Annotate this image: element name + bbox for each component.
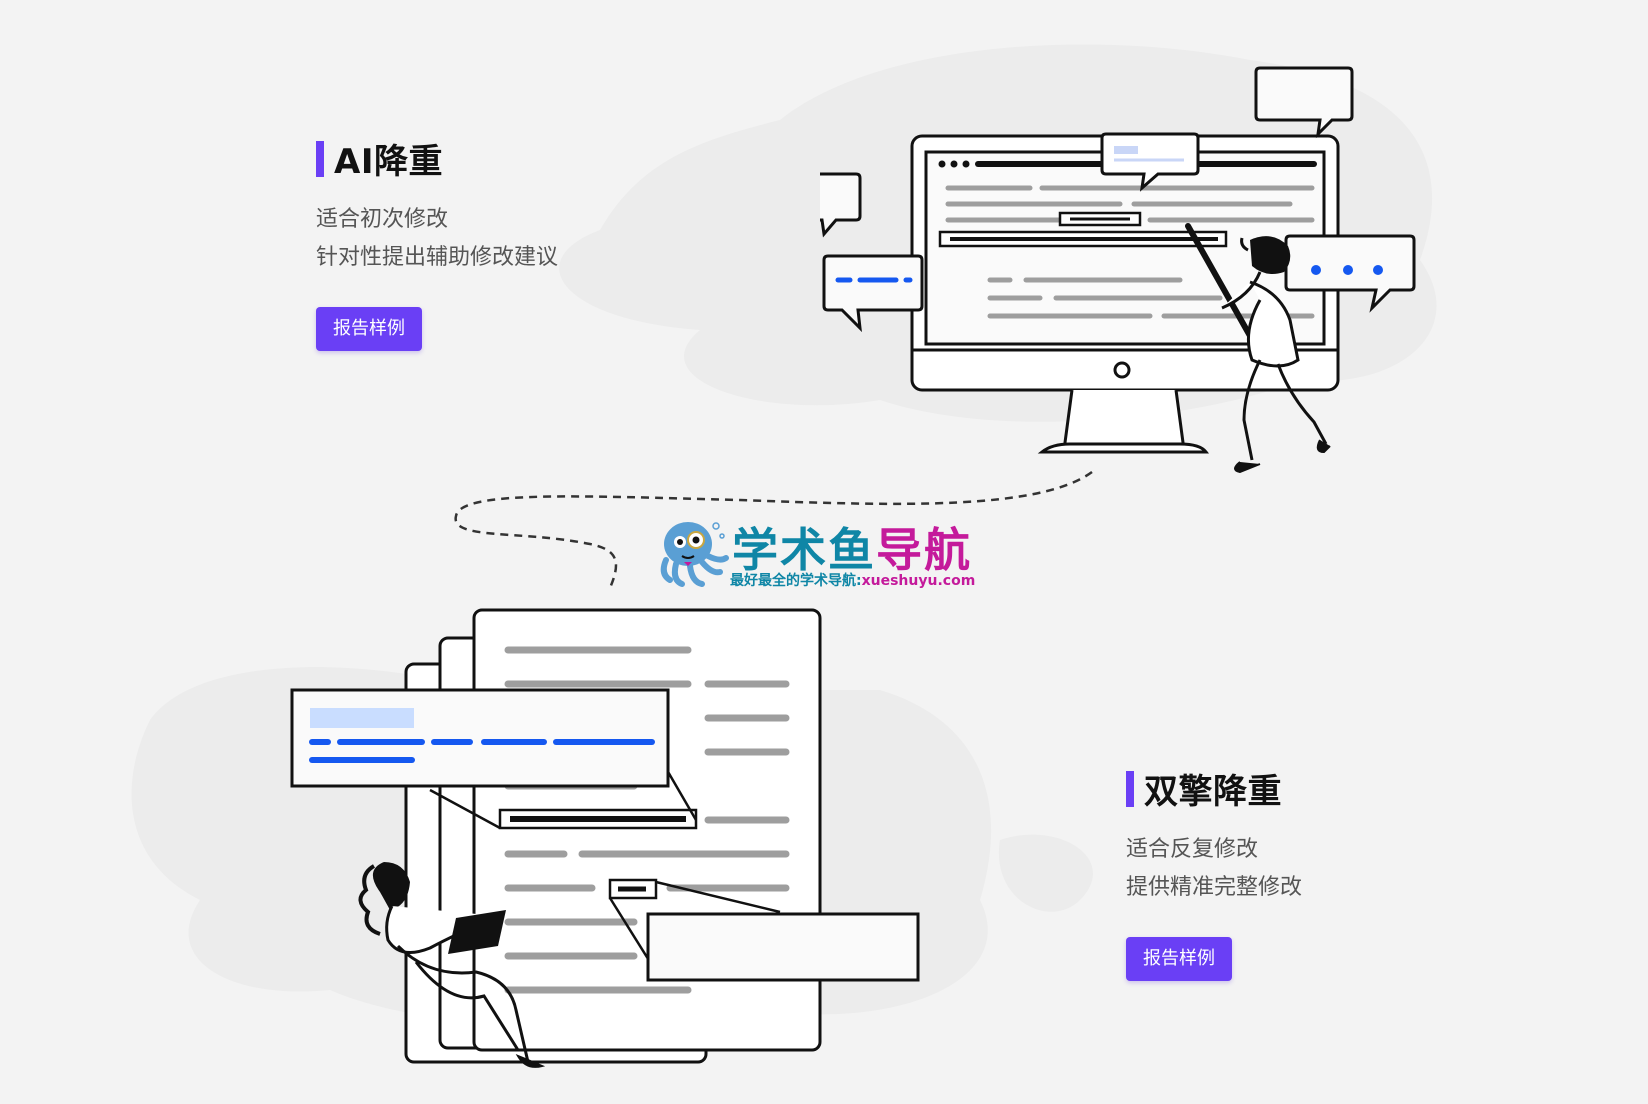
feature-dual-engine-rewrite: 双擎降重 适合反复修改 提供精准完整修改 报告样例	[1126, 764, 1302, 981]
documents-illustration	[290, 608, 920, 1068]
feature-line: 适合初次修改	[316, 207, 449, 232]
monitor-illustration	[820, 66, 1416, 474]
dashed-connector	[454, 470, 1093, 589]
feature-ai-rewrite: AI降重 适合初次修改 针对性提出辅助修改建议 报告样例	[316, 134, 558, 351]
feature-description: 适合反复修改 提供精准完整修改	[1126, 831, 1302, 907]
feature-line: 针对性提出辅助修改建议	[316, 245, 559, 270]
logo-domain: xueshuyu.com	[861, 573, 976, 589]
logo-name-part1: 学术鱼	[732, 523, 876, 577]
logo-wordmark: 学术鱼导航	[732, 514, 972, 580]
logo-name-part2: 导航	[876, 523, 972, 577]
report-sample-button[interactable]: 报告样例	[316, 307, 422, 351]
feature-title-text: AI降重	[334, 142, 443, 182]
logo-tagline: 最好最全的学术导航:xueshuyu.com	[730, 570, 975, 590]
feature-title: AI降重	[316, 134, 558, 183]
feature-line: 适合反复修改	[1126, 837, 1259, 862]
feature-description: 适合初次修改 针对性提出辅助修改建议	[316, 201, 558, 277]
feature-title: 双擎降重	[1126, 764, 1302, 813]
title-accent-bar	[1126, 770, 1134, 807]
title-accent-bar	[316, 140, 324, 177]
watermark-logo: 学术鱼导航 最好最全的学术导航:xueshuyu.com	[654, 514, 994, 590]
octopus-mascot-icon	[660, 522, 729, 587]
logo-tagline-text: 最好最全的学术导航:	[730, 573, 862, 589]
feature-line: 提供精准完整修改	[1126, 875, 1303, 900]
feature-title-text: 双擎降重	[1144, 772, 1282, 812]
report-sample-button[interactable]: 报告样例	[1126, 937, 1232, 981]
